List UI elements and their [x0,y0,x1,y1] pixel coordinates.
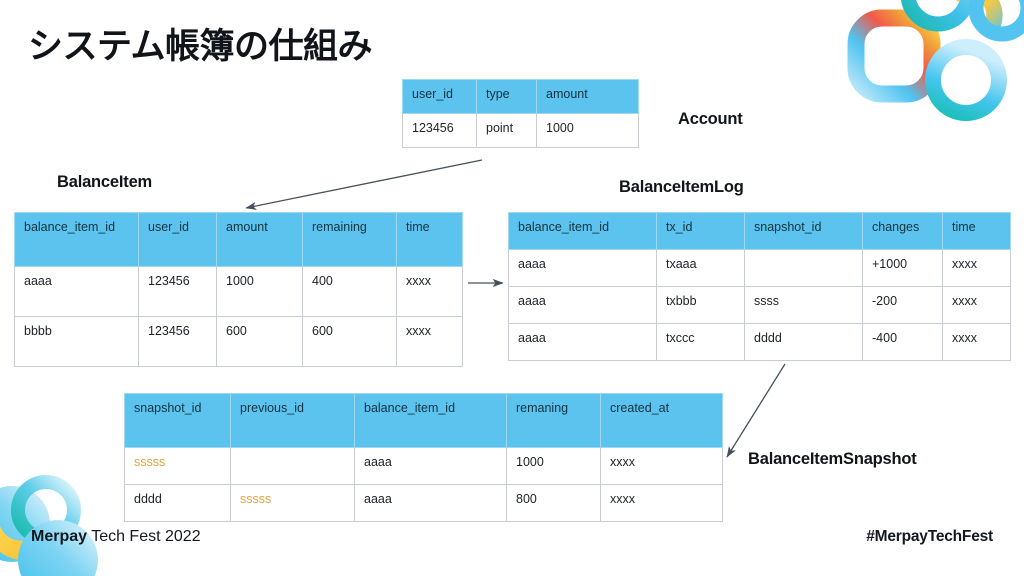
table-cell: xxxx [942,249,1011,287]
merpay-logo-top-right [847,0,1024,121]
table-cell [744,249,863,287]
table-header-row: balance_item_id tx_id snapshot_id change… [508,212,1011,250]
caption-balance-item-log: BalanceItemLog [619,178,744,196]
column-header: type [476,79,537,114]
arrow-account-to-balanceitem [245,159,483,211]
table-cell: 123456 [138,266,217,317]
table-cell: -400 [862,323,943,361]
table-cell: xxxx [396,316,463,367]
column-header: snapshot_id [744,212,863,250]
table-balance-item: balance_item_id user_id amount remaining… [14,212,463,367]
table-cell: xxxx [942,323,1011,361]
column-header: time [396,212,463,267]
column-header: tx_id [656,212,745,250]
table-cell-highlight: sssss [124,447,231,485]
table-cell-highlight: sssss [230,484,355,522]
table-cell: dddd [744,323,863,361]
table-cell: point [476,113,537,148]
page-title: システム帳簿の仕組み [28,27,372,66]
table-row: 123456 point 1000 [402,113,639,148]
column-header: changes [862,212,943,250]
table-row: aaaa txccc dddd -400 xxxx [508,323,1011,361]
table-cell: xxxx [600,447,723,485]
caption-account: Account [678,110,743,128]
table-cell: aaaa [508,323,657,361]
footer-event-rest: Tech Fest 2022 [87,528,201,545]
table-cell: xxxx [600,484,723,522]
table-row: bbbb 123456 600 600 xxxx [14,316,463,367]
table-row: sssss aaaa 1000 xxxx [124,447,723,485]
column-header: balance_item_id [508,212,657,250]
table-cell: aaaa [354,484,507,522]
table-cell: dddd [124,484,231,522]
caption-balance-item-snapshot: BalanceItemSnapshot [748,450,917,468]
caption-balance-item: BalanceItem [57,173,153,191]
table-row: dddd sssss aaaa 800 xxxx [124,484,723,522]
table-cell: 800 [506,484,601,522]
table-cell: txaaa [656,249,745,287]
table-cell: aaaa [354,447,507,485]
table-cell: txbbb [656,286,745,324]
column-header: balance_item_id [14,212,139,267]
table-cell: -200 [862,286,943,324]
table-cell: aaaa [508,249,657,287]
table-cell: 400 [302,266,397,317]
table-balance-item-log: balance_item_id tx_id snapshot_id change… [508,212,1011,361]
table-row: aaaa 123456 1000 400 xxxx [14,266,463,317]
table-cell: bbbb [14,316,139,367]
column-header: created_at [600,393,723,448]
column-header: amount [536,79,639,114]
table-account: user_id type amount 123456 point 1000 [402,79,639,148]
table-cell: 123456 [138,316,217,367]
footer-event-name: Merpay Tech Fest 2022 [31,528,201,546]
column-header: user_id [138,212,217,267]
table-row: aaaa txaaa +1000 xxxx [508,249,1011,287]
column-header: user_id [402,79,477,114]
table-cell: aaaa [508,286,657,324]
table-header-row: snapshot_id previous_id balance_item_id … [124,393,723,448]
table-cell: xxxx [396,266,463,317]
column-header: remaning [506,393,601,448]
table-cell: txccc [656,323,745,361]
table-cell: 600 [216,316,303,367]
table-cell: ssss [744,286,863,324]
table-cell: 1000 [536,113,639,148]
table-cell: aaaa [14,266,139,317]
arrow-log-to-snapshot [726,363,786,458]
table-header-row: user_id type amount [402,79,639,114]
column-header: snapshot_id [124,393,231,448]
table-cell: 1000 [506,447,601,485]
table-cell [230,447,355,485]
table-cell: 123456 [402,113,477,148]
table-balance-item-snapshot: snapshot_id previous_id balance_item_id … [124,393,723,522]
table-cell: 600 [302,316,397,367]
table-header-row: balance_item_id user_id amount remaining… [14,212,463,267]
table-row: aaaa txbbb ssss -200 xxxx [508,286,1011,324]
footer-brand: Merpay [31,528,88,545]
table-cell: 1000 [216,266,303,317]
column-header: amount [216,212,303,267]
column-header: time [942,212,1011,250]
table-cell: xxxx [942,286,1011,324]
table-cell: +1000 [862,249,943,287]
column-header: remaining [302,212,397,267]
column-header: previous_id [230,393,355,448]
footer-hashtag: #MerpayTechFest [866,528,993,545]
column-header: balance_item_id [354,393,507,448]
merpay-logo-bottom-left [0,475,98,576]
